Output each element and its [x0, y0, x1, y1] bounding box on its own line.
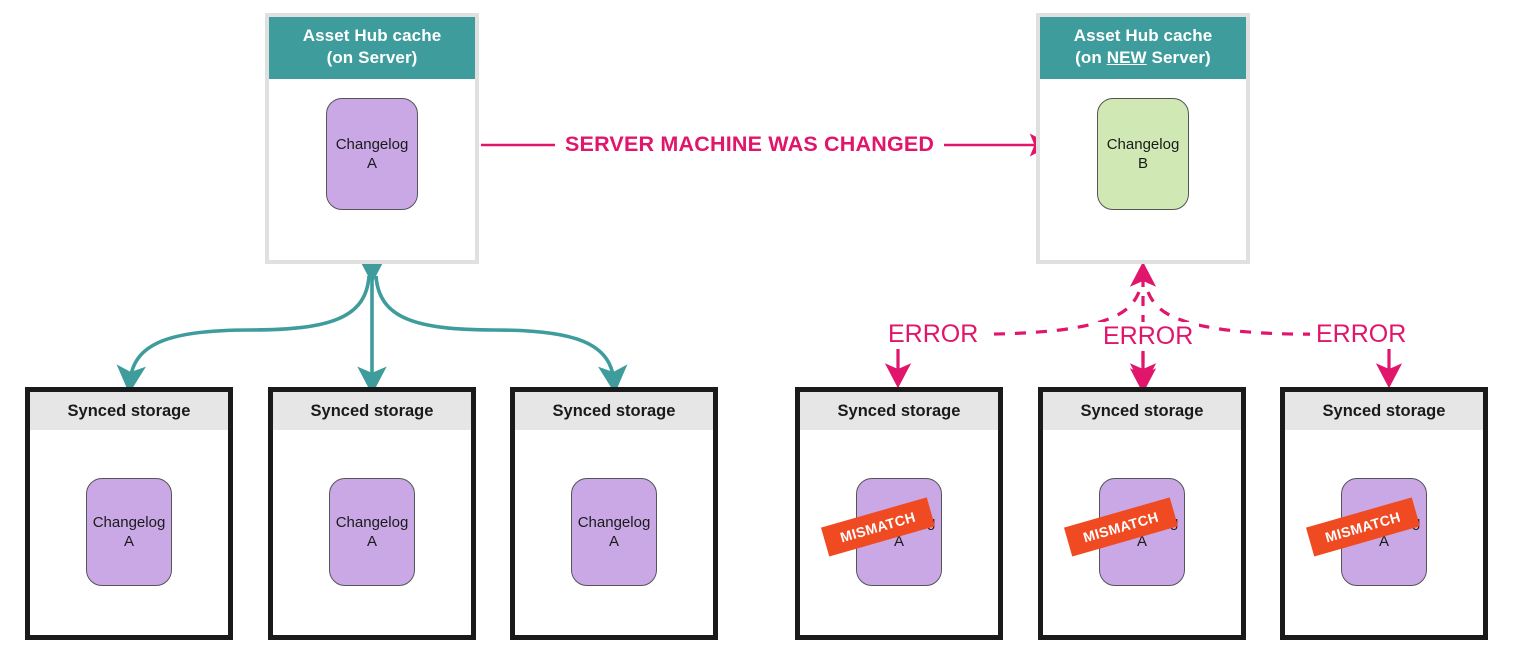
synced-storage-left-2: Synced storage Changelog A — [268, 387, 476, 640]
chip-line1: Changelog — [92, 514, 166, 531]
chip-line2: A — [893, 533, 904, 550]
chip-line2: A — [366, 155, 377, 172]
synced-storage-header: Synced storage — [1043, 392, 1241, 430]
synced-storage-right-2: Synced storage Changelog A MISMATCH — [1038, 387, 1246, 640]
chip-line2: B — [1137, 155, 1148, 172]
changelog-chip-b-new-server: Changelog B — [1097, 98, 1189, 210]
hub-header-line2-suffix: Server) — [358, 48, 418, 67]
chip-line2: A — [1378, 533, 1389, 550]
chip-line1: Changelog — [335, 136, 409, 153]
chip-line2: A — [123, 533, 134, 550]
chip-line1: Changelog — [335, 514, 409, 531]
hub-header-line1: Asset Hub cache — [302, 26, 442, 45]
chip-line2: A — [366, 533, 377, 550]
synced-storage-header: Synced storage — [273, 392, 471, 430]
hub-header-line1: Asset Hub cache — [1073, 26, 1213, 45]
hub-header-emphasis: NEW — [1106, 48, 1147, 67]
synced-storage-left-1: Synced storage Changelog A — [25, 387, 233, 640]
chip-line2: A — [608, 533, 619, 550]
teal-left-connector — [116, 275, 371, 394]
hub-header-line2-prefix: (on — [1075, 48, 1107, 67]
error-label-right: ERROR — [1310, 320, 1413, 349]
synced-storage-body: Changelog A — [273, 430, 471, 629]
synced-storage-header: Synced storage — [800, 392, 998, 430]
changelog-chip: Changelog A — [329, 478, 415, 586]
asset-hub-cache-new-server-body: Changelog B — [1040, 79, 1246, 261]
chip-line2: A — [1136, 533, 1147, 550]
synced-storage-body: Changelog A — [30, 430, 228, 629]
changelog-chip: Changelog A — [571, 478, 657, 586]
teal-right-connector — [374, 275, 628, 394]
hub-header-line2-suffix: Server) — [1146, 48, 1211, 67]
asset-hub-cache-new-server: Asset Hub cache (on NEW Server) Changelo… — [1036, 13, 1250, 264]
asset-hub-cache-server-header: Asset Hub cache (on Server) — [269, 17, 475, 79]
synced-storage-body: Changelog A MISMATCH — [800, 430, 998, 629]
synced-storage-body: Changelog A — [515, 430, 713, 629]
chip-line1: Changelog — [1106, 136, 1180, 153]
synced-storage-header: Synced storage — [30, 392, 228, 430]
asset-hub-cache-server-body: Changelog A — [269, 79, 475, 261]
error-label-left: ERROR — [882, 320, 985, 349]
asset-hub-cache-server: Asset Hub cache (on Server) Changelog A — [265, 13, 479, 264]
synced-storage-left-3: Synced storage Changelog A — [510, 387, 718, 640]
synced-storage-right-3: Synced storage Changelog A MISMATCH — [1280, 387, 1488, 640]
changelog-chip-a-server: Changelog A — [326, 98, 418, 210]
synced-storage-header: Synced storage — [1285, 392, 1483, 430]
synced-storage-header: Synced storage — [515, 392, 713, 430]
synced-storage-body: Changelog A MISMATCH — [1285, 430, 1483, 629]
hub-header-line2-prefix: (on — [326, 48, 359, 67]
synced-storage-right-1: Synced storage Changelog A MISMATCH — [795, 387, 1003, 640]
asset-hub-cache-new-server-header: Asset Hub cache (on NEW Server) — [1040, 17, 1246, 79]
chip-line1: Changelog — [577, 514, 651, 531]
synced-storage-body: Changelog A MISMATCH — [1043, 430, 1241, 629]
changelog-chip: Changelog A — [86, 478, 172, 586]
error-label-middle: ERROR — [1097, 322, 1200, 351]
server-changed-label: SERVER MACHINE WAS CHANGED — [555, 130, 945, 159]
